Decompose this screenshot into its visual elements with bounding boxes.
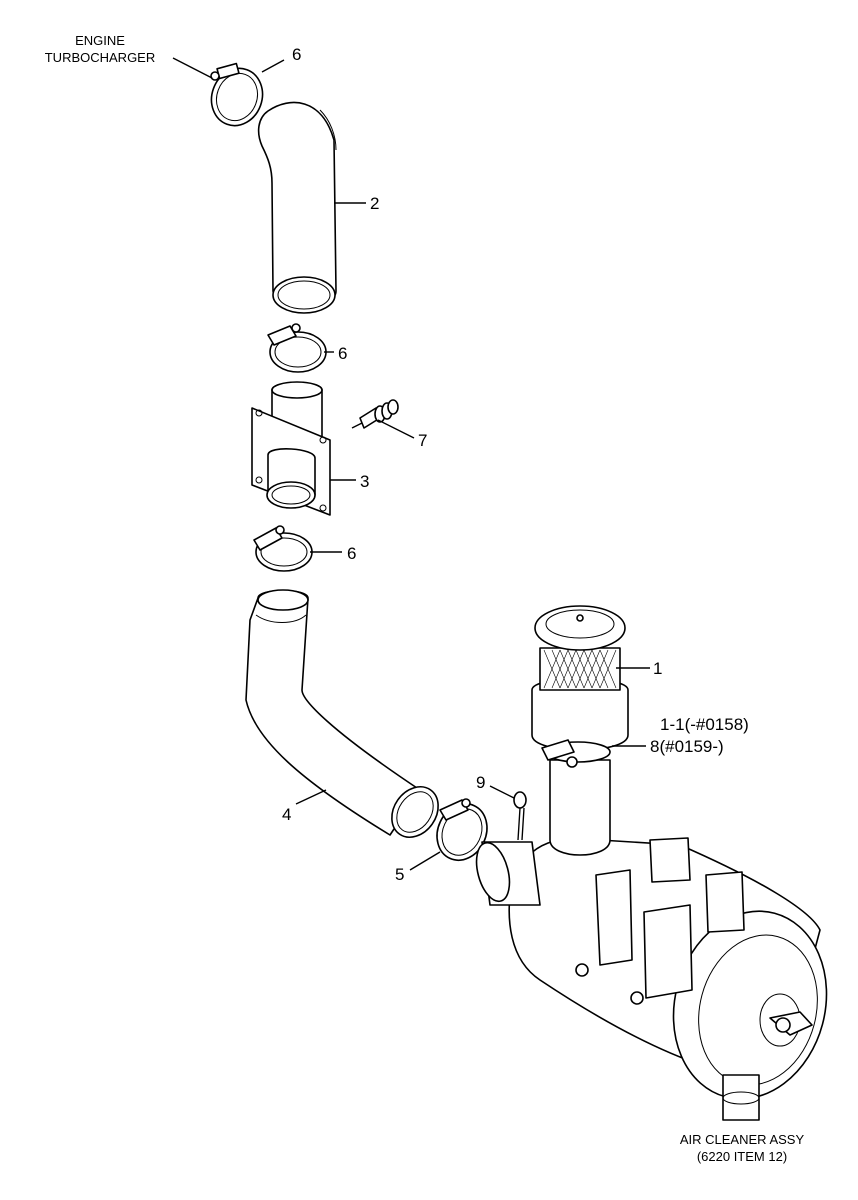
precleaner-assembly (531, 605, 629, 856)
hose-clamp-middle (267, 323, 327, 373)
leader-lines (172, 57, 650, 871)
engine-turbocharger-label: ENGINE TURBOCHARGER (45, 33, 156, 65)
bolt-washer-assembly (351, 399, 399, 429)
air-cleaner-assy-label: AIR CLEANER ASSY (6220 ITEM 12) (680, 1132, 805, 1164)
callout-6-top: 6 (292, 45, 301, 64)
vacuator-fitting (513, 791, 527, 841)
precleaner-clamp (541, 739, 611, 768)
callout-6-middle: 6 (338, 344, 347, 363)
callout-1: 1 (653, 659, 662, 678)
air-cleaner-label-line2: (6220 ITEM 12) (697, 1149, 787, 1164)
callout-8: 8(#0159-) (650, 737, 724, 756)
mesh-screen (543, 649, 617, 689)
callout-1-1: 1-1(-#0158) (660, 715, 749, 734)
callout-7: 7 (418, 431, 427, 450)
flange-adapter (251, 381, 331, 516)
air-cleaner-body (475, 837, 828, 1121)
callout-3: 3 (360, 472, 369, 491)
callout-2: 2 (370, 194, 379, 213)
engine-label-line2: TURBOCHARGER (45, 50, 156, 65)
callout-4: 4 (282, 805, 291, 824)
engine-label-line1: ENGINE (75, 33, 125, 48)
hose-clamp-lower (253, 525, 313, 572)
hose-clamp-inlet (436, 798, 488, 861)
callout-6-lower: 6 (347, 544, 356, 563)
callout-9: 9 (476, 773, 485, 792)
upper-elbow-hose (257, 101, 337, 314)
callout-5: 5 (395, 865, 404, 884)
hose-clamp-top (210, 62, 264, 127)
air-cleaner-label-line1: AIR CLEANER ASSY (680, 1132, 805, 1147)
lower-elbow-hose (245, 589, 439, 838)
